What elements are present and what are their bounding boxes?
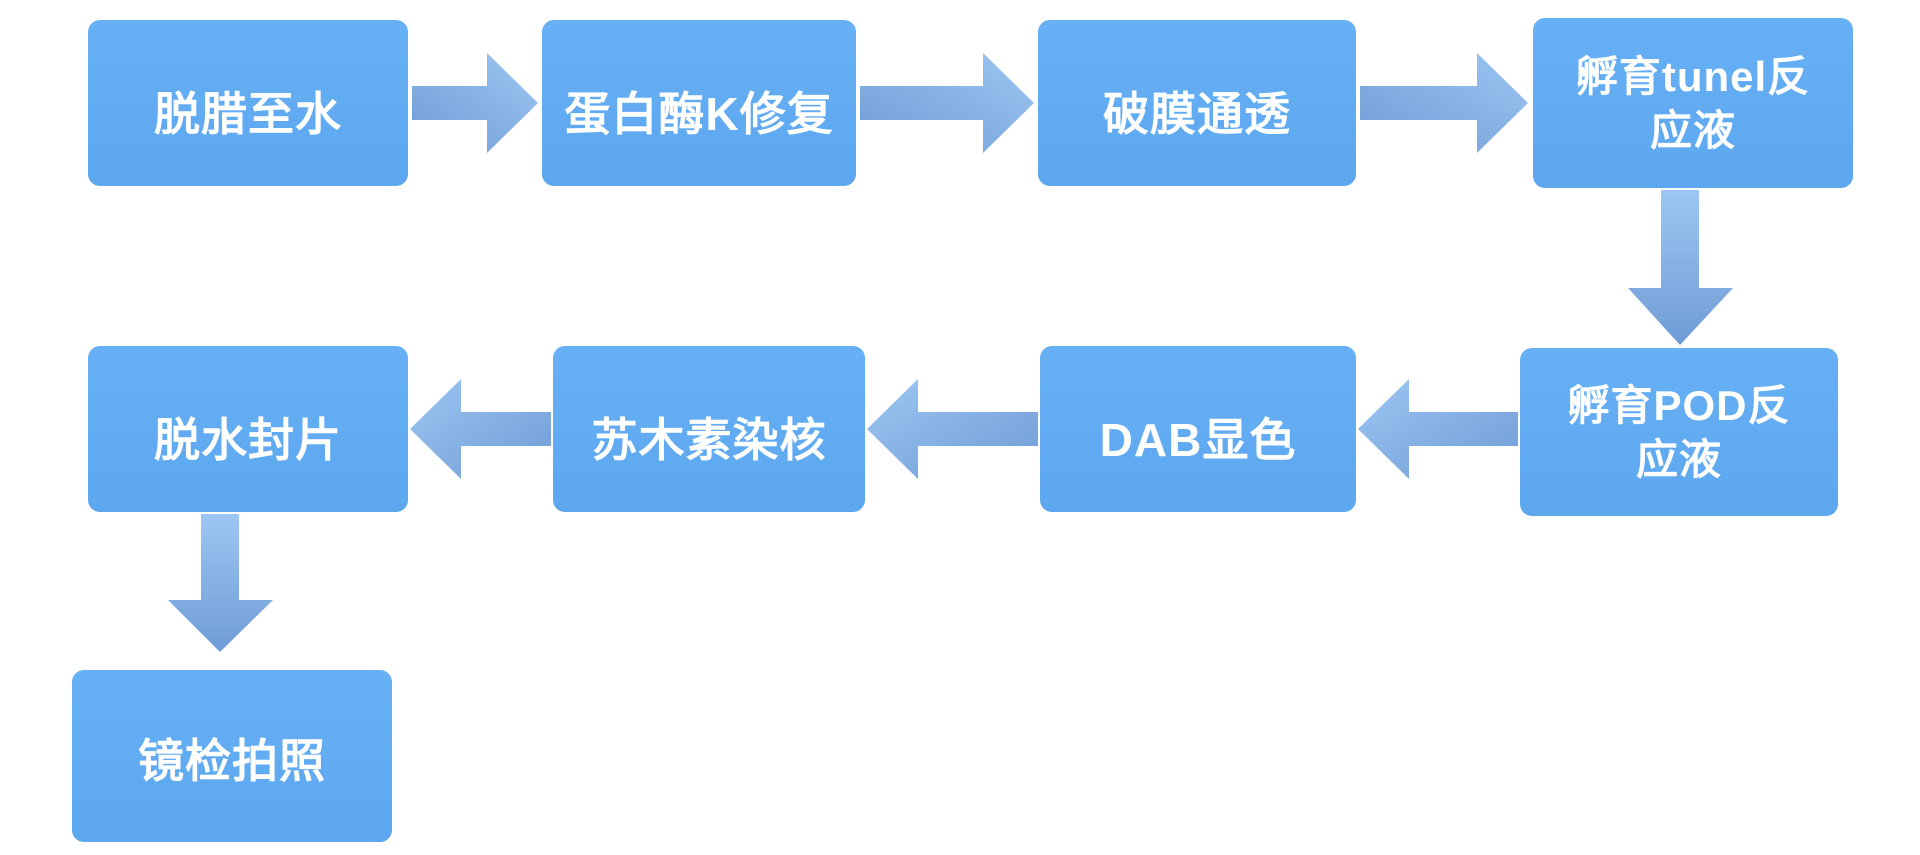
arrow-right-icon — [860, 53, 1034, 153]
step-permeabilization: 破膜通透 — [1038, 20, 1356, 186]
arrow-down-icon — [1628, 190, 1733, 345]
arrow-down-icon — [168, 514, 273, 652]
step-dewax-to-water: 脱腊至水 — [88, 20, 408, 186]
step-microscopy-photo: 镜检拍照 — [72, 670, 392, 842]
arrow-right-icon — [1360, 53, 1528, 153]
arrow-left-icon — [867, 379, 1038, 479]
arrow-left-icon — [1358, 379, 1518, 479]
step-proteinase-k: 蛋白酶K修复 — [542, 20, 856, 186]
step-dab-staining: DAB显色 — [1040, 346, 1356, 512]
step-dehydrate-mount: 脱水封片 — [88, 346, 408, 512]
arrow-right-icon — [412, 53, 538, 153]
step-hematoxylin: 苏木素染核 — [553, 346, 865, 512]
step-pod-incubation: 孵育POD反 应液 — [1520, 348, 1838, 516]
step-tunel-incubation: 孵育tunel反 应液 — [1533, 18, 1853, 188]
arrow-left-icon — [410, 379, 551, 479]
